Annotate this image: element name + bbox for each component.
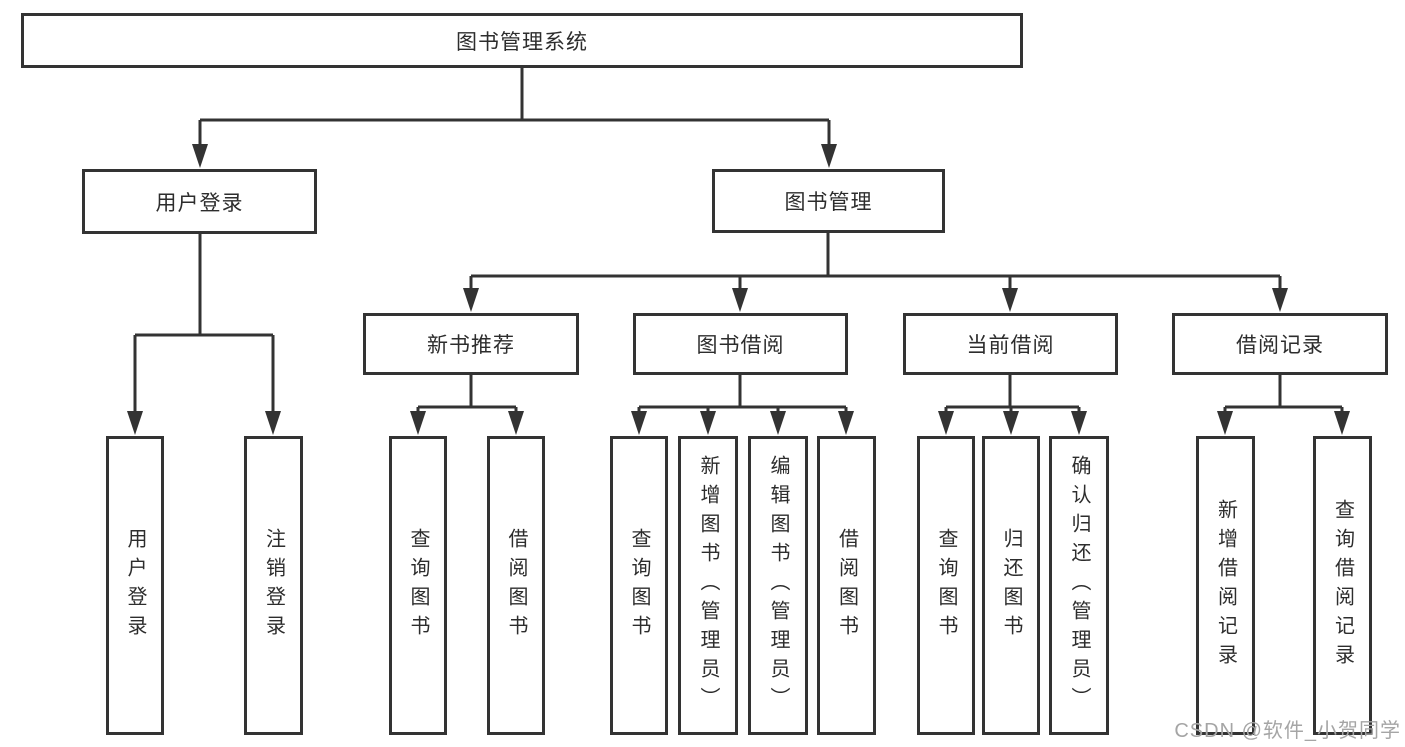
node-label: 图书借阅: [696, 334, 785, 357]
arrow-icon: [508, 411, 524, 435]
arrowheads: [127, 144, 1350, 435]
arrow-icon: [192, 144, 208, 168]
leaf-label: 新增借阅记录: [1214, 498, 1237, 673]
node-user-login: 用户登录: [82, 169, 317, 234]
leaf-return-books: 归还图书: [982, 436, 1040, 735]
edge-newbook-to-leaves: [416, 375, 518, 419]
node-label: 用户登录: [155, 191, 244, 215]
node-label: 图书管理: [784, 191, 873, 214]
arrow-icon: [1003, 411, 1019, 435]
arrow-icon: [265, 411, 281, 435]
arrow-icon: [1217, 411, 1233, 435]
node-system-root: 图书管理系统: [21, 13, 1023, 68]
arrow-icon: [838, 411, 854, 435]
node-label: 借阅记录: [1236, 334, 1324, 357]
arrow-icon: [770, 411, 786, 435]
arrow-icon: [463, 288, 479, 312]
node-book-borrow: 图书借阅: [633, 313, 848, 375]
edge-root-to-level2: [198, 68, 831, 152]
leaf-label: 借阅图书: [505, 527, 527, 644]
leaf-edit-books-admin: 编辑图书（管理员）: [748, 436, 808, 735]
leaf-label: 归还图书: [1000, 527, 1022, 644]
leaf-label: 用户登录: [124, 527, 146, 644]
arrow-icon: [631, 411, 647, 435]
leaf-borrow-books: 借阅图书: [817, 436, 876, 735]
node-label: 当前借阅: [966, 334, 1055, 357]
leaf-confirm-return-admin: 确认归还（管理员）: [1049, 436, 1109, 735]
arrow-icon: [1071, 411, 1087, 435]
leaf-label: 查询图书: [628, 527, 650, 644]
leaf-add-books-admin: 新增图书（管理员）: [678, 436, 738, 735]
arrow-icon: [700, 411, 716, 435]
leaf-borrow-books-recommend: 借阅图书: [487, 436, 545, 735]
leaf-add-borrow-record: 新增借阅记录: [1196, 436, 1255, 735]
node-current-borrow: 当前借阅: [903, 313, 1118, 375]
leaf-label: 借阅图书: [835, 527, 858, 644]
node-label: 新书推荐: [427, 334, 515, 357]
arrow-icon: [938, 411, 954, 435]
arrow-icon: [127, 411, 143, 435]
arrow-icon: [410, 411, 426, 435]
leaf-query-books-current: 查询图书: [917, 436, 975, 735]
leaf-user-login: 用户登录: [106, 436, 164, 735]
leaf-query-borrow-record: 查询借阅记录: [1313, 436, 1372, 735]
leaf-label: 查询借阅记录: [1331, 498, 1354, 673]
leaf-label: 新增图书（管理员）: [697, 455, 719, 716]
edge-borrow-to-leaves: [637, 375, 848, 419]
csdn-watermark: CSDN @软件_小贺同学: [1174, 720, 1401, 742]
leaf-label: 查询图书: [935, 527, 957, 644]
arrow-icon: [732, 288, 748, 312]
arrow-icon: [1002, 288, 1018, 312]
leaf-label: 查询图书: [407, 527, 429, 644]
leaf-logout: 注销登录: [244, 436, 303, 735]
leaf-query-books-recommend: 查询图书: [389, 436, 447, 735]
leaf-query-books-borrow: 查询图书: [610, 436, 668, 735]
arrow-icon: [821, 144, 837, 168]
leaf-label: 注销登录: [262, 527, 285, 644]
arrow-icon: [1334, 411, 1350, 435]
arrow-icon: [1272, 288, 1288, 312]
edge-record-to-leaves: [1223, 375, 1344, 419]
leaf-label: 确认归还（管理员）: [1068, 455, 1090, 716]
node-book-management: 图书管理: [712, 169, 945, 233]
edge-bookmgmt-to-level3: [469, 233, 1282, 296]
node-new-book-recommend: 新书推荐: [363, 313, 579, 375]
edge-userlogin-to-leaves: [133, 234, 275, 419]
node-borrow-record: 借阅记录: [1172, 313, 1388, 375]
leaf-label: 编辑图书（管理员）: [767, 455, 789, 716]
node-label: 图书管理系统: [456, 30, 588, 54]
